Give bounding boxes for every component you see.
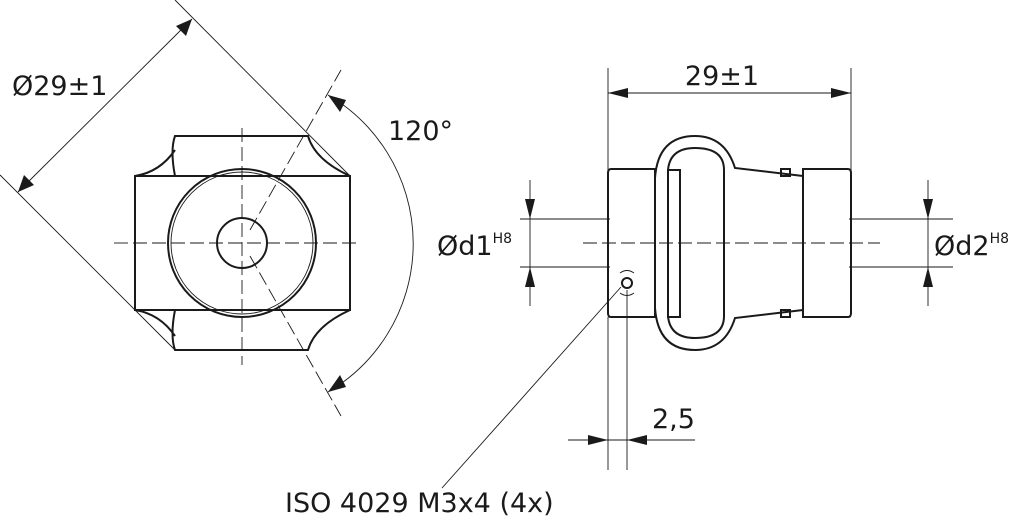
arrowhead	[525, 267, 535, 287]
upper-angle-axis	[249, 69, 342, 231]
extension-line	[174, 0, 351, 177]
dimension-line	[17, 18, 193, 193]
handle-loop	[654, 134, 804, 352]
angle-arc	[327, 94, 414, 393]
leader-line	[441, 286, 622, 489]
arrowhead	[328, 375, 346, 392]
arrowhead	[608, 88, 628, 98]
left-collar	[607, 168, 656, 318]
set-screw-icon	[621, 277, 633, 289]
handle-inner	[667, 146, 725, 340]
lower-angle-axis	[249, 255, 342, 417]
front-view-body-outline	[134, 135, 351, 351]
arrowhead	[923, 199, 933, 219]
arrowhead	[176, 19, 192, 36]
arrowhead	[328, 95, 346, 112]
right-collar	[802, 168, 852, 318]
arrowhead	[588, 435, 608, 445]
outer-diameter-label: Ø29±1	[12, 71, 107, 102]
screw-spec-label: ISO 4029 M3x4 (4x)	[285, 488, 554, 519]
slot	[667, 169, 681, 318]
front-view: Ø29±1 120°	[0, 0, 453, 417]
extension-line	[0, 174, 176, 351]
side-view: 29±1 Ød1H8 Ød2H8 2,5	[285, 61, 1009, 519]
bore2-label: Ød2H8	[934, 231, 1009, 262]
pin-bottom	[780, 309, 791, 318]
angle-label: 120°	[388, 116, 453, 147]
arrowhead	[831, 88, 851, 98]
pin-top	[780, 168, 791, 177]
length-label: 29±1	[685, 61, 759, 92]
arrowhead	[18, 175, 34, 192]
bore1-label: Ød1H8	[437, 231, 512, 262]
arrowhead	[627, 435, 647, 445]
arrowhead	[923, 267, 933, 287]
arrowhead	[525, 199, 535, 219]
screw-offset-label: 2,5	[652, 404, 695, 435]
